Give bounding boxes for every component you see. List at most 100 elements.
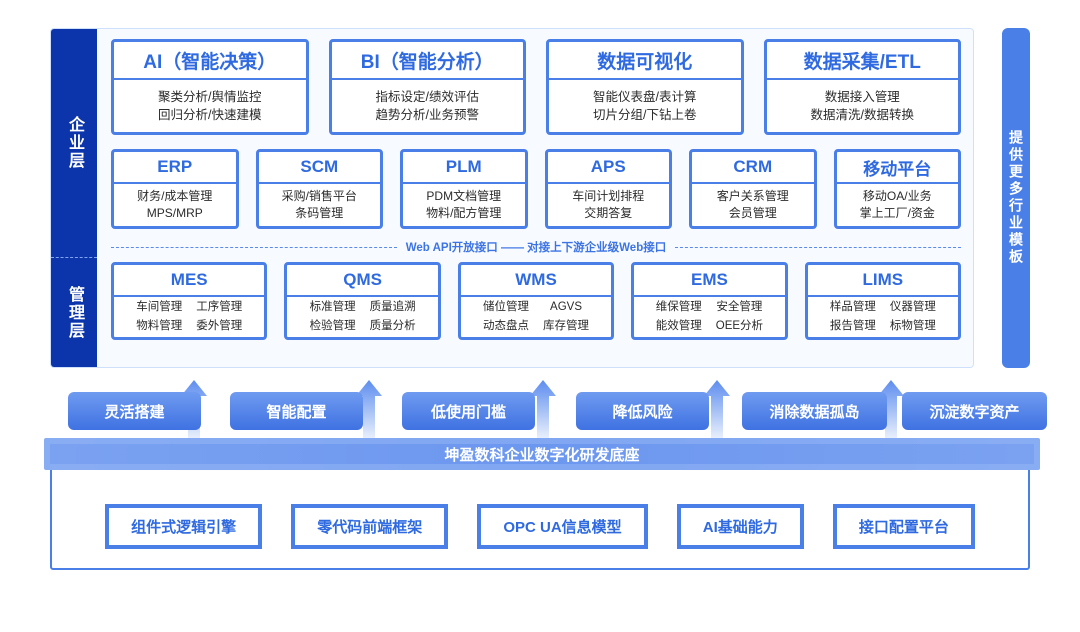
module-feature: 数据清洗/数据转换 (810, 108, 914, 122)
module-card-data-visualization[interactable]: 数据可视化 智能仪表盘/表计算 切片分组/下钻上卷 (546, 39, 744, 135)
module-body: 移动OA/业务 掌上工厂/资金 (836, 182, 958, 226)
module-card-mobile-platform[interactable]: 移动平台 移动OA/业务 掌上工厂/资金 (833, 149, 961, 229)
divider-line-right (675, 246, 961, 248)
module-body: 样品管理 仪器管理 报告管理 标物管理 (807, 295, 959, 337)
module-feature: 物料/配方管理 (426, 206, 502, 220)
module-card-scm[interactable]: SCM 采购/销售平台 条码管理 (255, 149, 383, 229)
foundation-item-opcua[interactable]: OPC UA信息模型 (477, 503, 648, 549)
module-title: ERP (114, 152, 236, 182)
benefit-pill-reduce-risk[interactable]: 降低风险 (576, 392, 709, 430)
up-arrow-icon (530, 380, 556, 438)
module-feature: 智能仪表盘/表计算 (593, 89, 697, 104)
module-feature: 掌上工厂/资金 (859, 206, 935, 220)
execution-systems-row: MES 车间管理 工序管理 物料管理 委外管理 QMS (111, 262, 962, 340)
module-feature: 能效管理 (655, 320, 702, 332)
module-title: LIMS (807, 265, 959, 295)
module-title: PLM (403, 152, 525, 182)
layer-rail: 企业层 管理层 (51, 29, 97, 367)
module-title: 数据采集/ETL (766, 42, 958, 78)
benefit-pill-low-barrier[interactable]: 低使用门槛 (402, 392, 535, 430)
benefit-pill-smart-config[interactable]: 智能配置 (230, 392, 363, 430)
foundation-item-api-platform[interactable]: 接口配置平台 (832, 503, 975, 549)
module-card-crm[interactable]: CRM 客户关系管理 会员管理 (689, 149, 817, 229)
module-feature: 标物管理 (889, 320, 936, 332)
benefit-pill-digital-assets[interactable]: 沉淀数字资产 (902, 392, 1047, 430)
module-title: 移动平台 (836, 152, 958, 182)
module-body: PDM文档管理 物料/配方管理 (403, 182, 525, 226)
module-feature: 标准管理 (309, 301, 356, 314)
module-feature: AGVS (550, 301, 582, 314)
module-card-ems[interactable]: EMS 维保管理 安全管理 能效管理 OEE分析 (631, 262, 788, 340)
module-feature: 质量追溯 (369, 301, 416, 314)
industry-template-bar[interactable]: 提供更多行业模板 (1002, 28, 1030, 368)
module-feature: 储位管理 (483, 301, 530, 314)
module-feature: 交期答复 (584, 206, 633, 220)
module-feature: 检验管理 (309, 320, 356, 332)
module-card-lims[interactable]: LIMS 样品管理 仪器管理 报告管理 标物管理 (804, 262, 962, 340)
module-body: 储位管理 AGVS 动态盘点 库存管理 (460, 295, 612, 337)
layers-body: AI（智能决策） 聚类分析/舆情监控 回归分析/快速建模 BI（智能分析） 指标… (97, 29, 973, 367)
module-feature: 趋势分析/业务预警 (375, 108, 479, 122)
api-divider-label: Web API开放接口 —— 对接上下游企业级Web接口 (405, 242, 667, 254)
module-body: 指标设定/绩效评估 趋势分析/业务预警 (331, 78, 523, 132)
module-feature: 采购/销售平台 (281, 188, 357, 203)
module-body: 数据接入管理 数据清洗/数据转换 (766, 78, 958, 132)
module-title: EMS (634, 265, 785, 295)
module-feature: 指标设定/绩效评估 (375, 89, 479, 104)
module-title: QMS (287, 265, 438, 295)
business-systems-row: ERP 财务/成本管理 MPS/MRP SCM 采购/销售平台 条码管理 (111, 149, 961, 229)
module-feature: 客户关系管理 (716, 188, 789, 203)
module-body: 维保管理 安全管理 能效管理 OEE分析 (634, 295, 785, 337)
module-feature: 车间管理 (136, 301, 183, 314)
benefit-pill-remove-data-silo[interactable]: 消除数据孤岛 (742, 392, 887, 430)
module-title: 数据可视化 (549, 42, 741, 78)
module-title: AI（智能决策） (114, 42, 306, 78)
module-title: SCM (258, 152, 380, 182)
api-divider: Web API开放接口 —— 对接上下游企业级Web接口 (111, 234, 961, 260)
layer-label-management: 管理层 (51, 257, 97, 367)
layers-block: 企业层 管理层 AI（智能决策） 聚类分析/舆情监控 回归分析/快速建模 BI（… (50, 28, 1030, 368)
module-feature: 回归分析/快速建模 (158, 108, 262, 122)
foundation-item-logic-engine[interactable]: 组件式逻辑引擎 (105, 503, 263, 549)
analytics-row: AI（智能决策） 聚类分析/舆情监控 回归分析/快速建模 BI（智能分析） 指标… (111, 39, 961, 135)
foundation-item-ai-capability[interactable]: AI基础能力 (676, 503, 804, 549)
module-body: 车间计划排程 交期答复 (547, 182, 669, 226)
module-feature: OEE分析 (715, 320, 764, 332)
module-feature: 财务/成本管理 (137, 188, 213, 203)
benefits-row: 灵活搭建 智能配置 低使用门槛 降低风险 消除数据孤岛 沉淀数字资产 (50, 376, 1047, 438)
module-body: 标准管理 质量追溯 检验管理 质量分析 (287, 295, 438, 337)
module-card-aps[interactable]: APS 车间计划排程 交期答复 (544, 149, 672, 229)
module-feature: 数据接入管理 (824, 89, 900, 104)
module-card-erp[interactable]: ERP 财务/成本管理 MPS/MRP (111, 149, 239, 229)
module-title: WMS (460, 265, 612, 295)
module-body: 客户关系管理 会员管理 (692, 182, 814, 226)
divider-line-left (111, 246, 397, 248)
up-arrow-icon (356, 380, 382, 438)
module-feature: 安全管理 (716, 301, 763, 314)
module-feature: MPS/MRP (146, 206, 203, 220)
module-feature: PDM文档管理 (426, 188, 502, 203)
module-card-etl[interactable]: 数据采集/ETL 数据接入管理 数据清洗/数据转换 (763, 39, 961, 135)
module-card-plm[interactable]: PLM PDM文档管理 物料/配方管理 (400, 149, 528, 229)
module-card-qms[interactable]: QMS 标准管理 质量追溯 检验管理 质量分析 (284, 262, 441, 340)
module-card-ai[interactable]: AI（智能决策） 聚类分析/舆情监控 回归分析/快速建模 (111, 39, 309, 135)
layers-panel: 企业层 管理层 AI（智能决策） 聚类分析/舆情监控 回归分析/快速建模 BI（… (50, 28, 974, 368)
module-card-bi[interactable]: BI（智能分析） 指标设定/绩效评估 趋势分析/业务预警 (328, 39, 526, 135)
module-feature: 动态盘点 (483, 320, 530, 332)
module-feature: 切片分组/下钻上卷 (593, 108, 697, 122)
foundation-items: 组件式逻辑引擎 零代码前端框架 OPC UA信息模型 AI基础能力 接口配置平台 (52, 496, 1028, 556)
module-body: 聚类分析/舆情监控 回归分析/快速建模 (114, 78, 306, 132)
module-feature: 工序管理 (196, 301, 243, 314)
module-card-mes[interactable]: MES 车间管理 工序管理 物料管理 委外管理 (111, 262, 268, 340)
module-feature: 库存管理 (543, 320, 590, 332)
module-feature: 物料管理 (136, 320, 183, 332)
module-feature: 委外管理 (196, 320, 243, 332)
module-feature: 质量分析 (369, 320, 416, 332)
benefit-pill-flexible-build[interactable]: 灵活搭建 (68, 392, 201, 430)
module-card-wms[interactable]: WMS 储位管理 AGVS 动态盘点 库存管理 (457, 262, 615, 340)
foundation-item-frontend[interactable]: 零代码前端框架 (291, 503, 449, 549)
up-arrow-icon (704, 380, 730, 438)
module-body: 车间管理 工序管理 物料管理 委外管理 (114, 295, 265, 337)
module-feature: 移动OA/业务 (862, 188, 932, 203)
